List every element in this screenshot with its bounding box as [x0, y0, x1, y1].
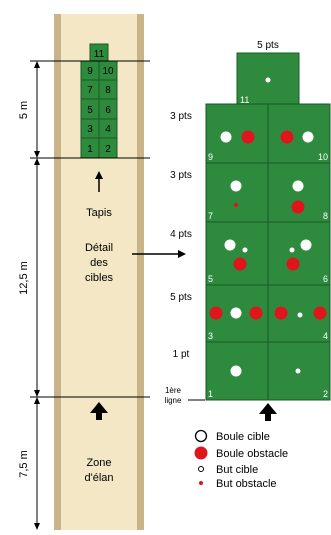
strip-cell-number: 5	[87, 105, 93, 116]
tapis-arrow-icon	[95, 171, 103, 192]
strip-cell-number: 1	[87, 144, 93, 155]
row-points-label: 3 pts	[170, 170, 192, 181]
row-points-label: 1 pt	[173, 349, 190, 360]
markers-row-5	[230, 365, 301, 377]
row-points-label: 4 pts	[170, 229, 192, 240]
top-points-label: 5 pts	[257, 40, 279, 51]
legend-but-obstacle-icon	[199, 481, 203, 485]
strip-cell-number: 4	[105, 124, 111, 135]
cell-number-left: 9	[208, 152, 213, 162]
legend-but-cible-icon	[198, 466, 204, 472]
markers-row-3	[224, 239, 312, 271]
lane-post-right	[137, 14, 144, 530]
strip-cell-number: 2	[105, 144, 111, 155]
detail-label-line1: Détail	[85, 242, 113, 254]
cell-number-right: 10	[318, 152, 328, 162]
zone-label-line1: Zone	[86, 457, 111, 469]
strip-cell-number: 3	[87, 124, 93, 135]
strip-cell-number: 9	[87, 66, 93, 77]
dimension-12-5m	[34, 158, 40, 397]
cell-number-left: 5	[208, 274, 213, 284]
markers-row-2	[230, 180, 305, 214]
strip-num-11: 11	[94, 49, 105, 60]
detail-label-line2: des	[90, 257, 108, 269]
lane-post-left	[54, 14, 61, 530]
legend-label-boule-cible: Boule cible	[216, 431, 270, 443]
strip-cell-number: 8	[105, 85, 111, 96]
dimension-7-5m	[34, 397, 40, 530]
cell-num-11: 11	[240, 95, 249, 105]
dimension-label-12-5m: 12,5 m	[18, 261, 30, 295]
cell-number-right: 6	[323, 274, 328, 284]
legend: Boule cible Boule obstacle But cible But…	[194, 429, 288, 490]
cell-number-left: 7	[208, 211, 213, 221]
dimension-label-7-5m: 7,5 m	[18, 450, 30, 478]
legend-boule-obstacle-icon	[194, 446, 208, 460]
dimension-5m	[34, 61, 40, 158]
strip-cell-number: 7	[87, 85, 93, 96]
legend-boule-cible-icon	[194, 429, 208, 443]
row-points-label: 5 pts	[170, 292, 192, 303]
throw-direction-arrow-icon	[259, 403, 277, 421]
detail-connector-arrow-icon	[132, 250, 186, 258]
markers-row-1	[220, 130, 314, 144]
markers-row-4	[209, 306, 327, 320]
cell-number-left: 1	[208, 389, 213, 399]
zone-elan-arrow-icon	[90, 402, 108, 420]
cell-number-right: 4	[323, 331, 328, 341]
tapis-label: Tapis	[86, 207, 112, 219]
zone-label-line2: d'élan	[84, 472, 113, 484]
legend-label-but-cible: But cible	[216, 464, 258, 476]
strip-cell-number: 10	[102, 66, 114, 77]
cell-number-right: 8	[323, 211, 328, 221]
legend-label-boule-obstacle: Boule obstacle	[216, 448, 288, 460]
cell-number-right: 2	[323, 389, 328, 399]
but-cible-marker	[265, 77, 271, 83]
cell-number-left: 3	[208, 331, 213, 341]
detail-label-line3: cibles	[85, 272, 114, 284]
first-line-label-2: ligne	[165, 396, 182, 405]
strip-cell-number: 6	[105, 105, 111, 116]
row-points-label: 3 pts	[170, 111, 192, 122]
dimension-label-5m: 5 m	[18, 101, 30, 119]
legend-label-but-obstacle: But obstacle	[216, 478, 277, 490]
first-line-label-1: 1ère	[165, 386, 182, 395]
